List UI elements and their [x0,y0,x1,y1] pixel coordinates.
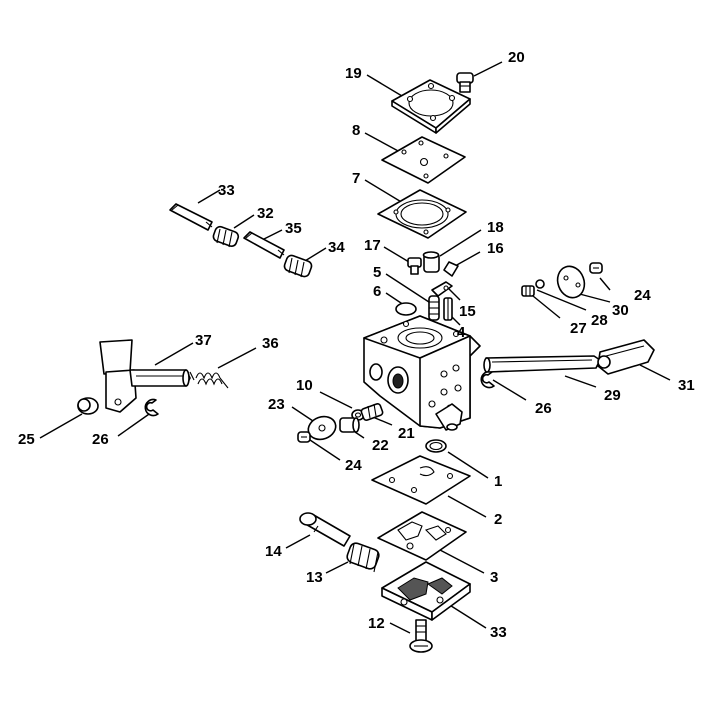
part-4-inlet-needle [443,297,453,321]
part-16-pin [443,261,459,277]
callout-31: 31 [678,377,695,394]
callout-24-right: 24 [634,287,651,304]
part-17-screw [407,257,422,275]
part-24-screw-left [297,431,311,443]
part-12-screw [409,619,433,653]
part-6-disc [395,302,417,316]
callout-12: 12 [368,615,385,632]
callout-28: 28 [591,312,608,329]
part-34-spring [283,254,313,278]
callout-4: 4 [457,324,466,341]
part-15-lever [431,281,453,297]
callout-29: 29 [604,387,621,404]
callout-3: 3 [490,569,498,586]
part-32-spring [212,225,240,248]
part-18-plug [422,251,440,273]
part-33-metering-cover [381,561,471,621]
callout-22: 22 [372,437,389,454]
part-26-e-clip-left [144,398,159,417]
part-36-spring [189,371,229,389]
callout-21: 21 [398,425,415,442]
part-31-throttle-lever [597,339,655,375]
callout-15: 15 [459,303,476,320]
part-22-bushing [339,417,360,433]
part-23-disc [307,415,337,441]
part-28-ring [535,279,545,289]
callout-20: 20 [508,49,525,66]
callout-5: 5 [373,264,381,281]
part-26-e-clip [480,370,495,389]
part-1-strainer [425,439,447,453]
part-21-spring [360,402,384,422]
callout-14: 14 [265,543,282,560]
part-29-throttle-shaft [483,355,601,373]
part-2-gasket [371,455,471,505]
callout-26-left: 26 [92,431,109,448]
callout-19: 19 [345,65,362,82]
callout-8: 8 [352,122,360,139]
part-27-spring [521,285,535,297]
callout-16: 16 [487,240,504,257]
callout-34: 34 [328,239,345,256]
callout-23: 23 [268,396,285,413]
callout-labels: 20 19 8 7 33 32 35 34 18 17 16 5 6 15 4 … [18,49,695,641]
callout-17: 17 [364,237,381,254]
callout-33-bottom: 33 [490,624,507,641]
callout-26-right: 26 [535,400,552,417]
callout-30: 30 [612,302,629,319]
callout-7: 7 [352,170,360,187]
callout-18: 18 [487,219,504,236]
part-8-diaphragm [381,136,466,184]
part-13-spring [346,542,380,573]
callout-33-top: 33 [218,182,235,199]
leader-lines [39,61,671,634]
callout-36: 36 [262,335,279,352]
part-3-diaphragm [377,511,467,561]
part-14-adjusting-screw [299,512,351,547]
callout-24-left: 24 [345,457,362,474]
part-19-pump-cover [391,79,471,134]
part-30-throttle-plate [556,265,586,299]
part-37-choke-shaft [99,339,191,413]
part-5-spring [428,295,440,321]
part-25-bushing [77,397,99,415]
callout-6: 6 [373,283,381,300]
callout-32: 32 [257,205,274,222]
part-24-screw [589,262,603,274]
callout-2: 2 [494,511,502,528]
callout-13: 13 [306,569,323,586]
callout-37: 37 [195,332,212,349]
carburetor-body [363,315,481,431]
callout-10: 10 [296,377,313,394]
callout-1: 1 [494,473,502,490]
part-33-adjusting-screw [169,203,213,231]
part-7-gasket [377,189,467,239]
callout-35: 35 [285,220,302,237]
callout-25: 25 [18,431,35,448]
part-35-adjusting-screw [243,231,285,259]
part-20-screw [456,72,474,93]
callout-27: 27 [570,320,587,337]
